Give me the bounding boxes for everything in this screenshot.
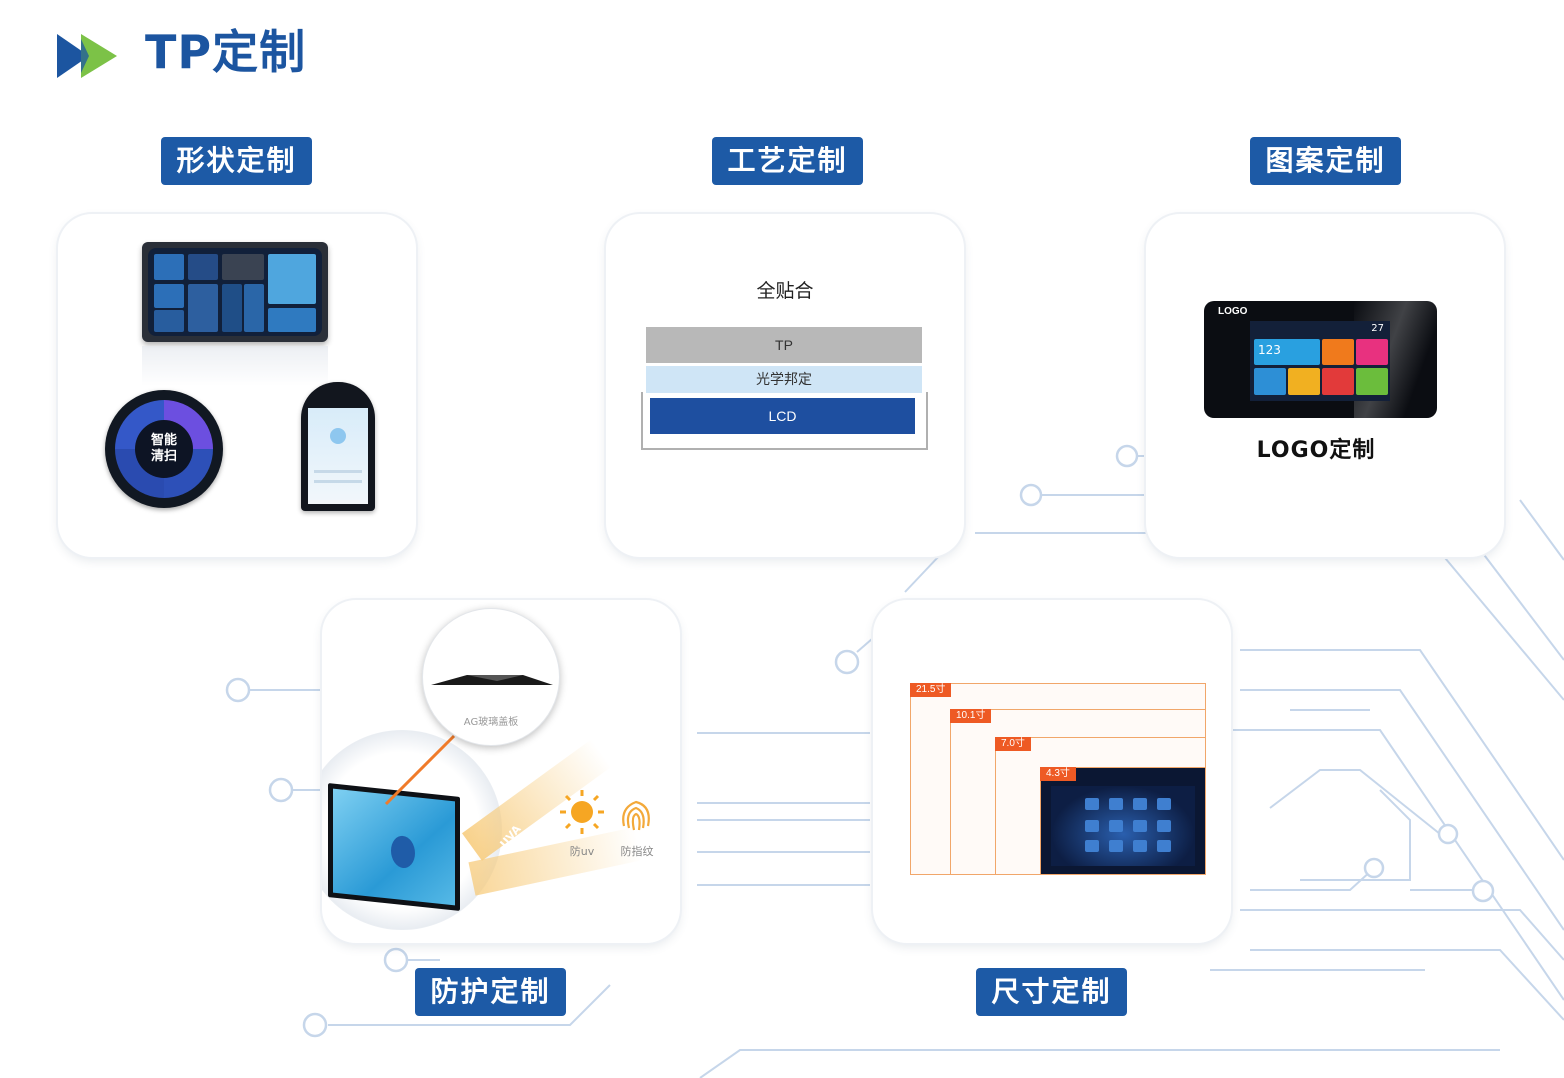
logo-custom-caption: LOGO定制: [1256, 438, 1376, 463]
lcd-layer: LCD: [650, 398, 915, 434]
brand-arrows-icon: [57, 34, 117, 78]
optical-bonding-layer: 光学邦定: [646, 366, 922, 393]
tp-layer: TP: [646, 327, 922, 363]
size-custom-card: 21.5寸 10.1寸 7.0寸 4.3寸: [873, 600, 1231, 943]
protection-custom-card: AG玻璃盖板 UVA 防uv 防指纹: [322, 600, 680, 943]
landscape-panel-image: [142, 242, 328, 342]
size-tag-10-1: 10.1寸: [950, 709, 992, 723]
knob-text: 智能 清扫: [135, 420, 193, 478]
logo-panel-image: LOGO 27 123: [1204, 301, 1437, 418]
size-custom-label: 尺寸定制: [976, 968, 1127, 1016]
sun-icon: [560, 790, 604, 834]
pattern-custom-card: LOGO 27 123 LOGO定制: [1146, 214, 1504, 557]
size-tag-21-5: 21.5寸: [910, 683, 952, 697]
shape-custom-label: 形状定制: [161, 137, 312, 185]
size-frame-4-3: 4.3寸: [1040, 767, 1206, 875]
size-tag-4-3: 4.3寸: [1040, 767, 1076, 781]
anti-fingerprint-label: 防指纹: [620, 845, 654, 858]
page-title: TP定制: [145, 25, 307, 79]
lamination-caption: 全贴合: [756, 280, 814, 302]
ag-glass-caption: AG玻璃盖板: [463, 717, 519, 728]
screen-logo-text: LOGO: [1218, 306, 1248, 317]
size-tag-7-0: 7.0寸: [995, 737, 1031, 751]
pointer-line: [384, 734, 456, 806]
anti-uv-label: 防uv: [569, 845, 595, 858]
protection-custom-label: 防护定制: [415, 968, 566, 1016]
round-knob-image: 智能 清扫: [105, 390, 223, 508]
shape-custom-card: 智能 清扫: [58, 214, 416, 557]
process-custom-card: 全贴合 TP 光学邦定 LCD: [606, 214, 964, 557]
process-custom-label: 工艺定制: [712, 137, 863, 185]
pattern-custom-label: 图案定制: [1250, 137, 1401, 185]
lcd-frame: [641, 392, 928, 450]
screen-number: 123: [1258, 343, 1281, 357]
portrait-device-image: [301, 382, 375, 511]
fingerprint-icon: [622, 800, 650, 831]
screen-temperature: 27: [1371, 323, 1384, 334]
ag-glass-magnifier: AG玻璃盖板: [422, 608, 560, 746]
